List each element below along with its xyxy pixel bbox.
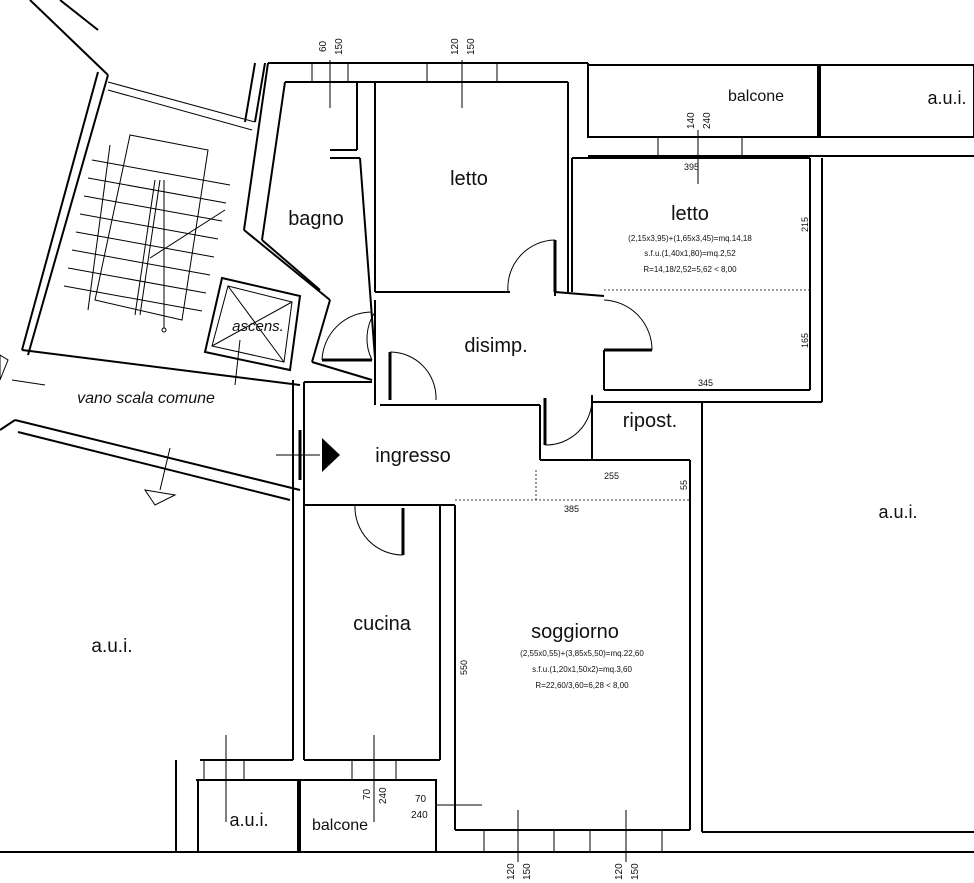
- dim-win-bot2-b: 150: [630, 863, 641, 880]
- dim-sogg-door-a: 70: [415, 794, 427, 805]
- room-label-aui-left: a.u.i.: [91, 636, 132, 657]
- dim-win-bot1-a: 120: [506, 863, 517, 880]
- dim-win-letto1-a: 120: [450, 38, 461, 55]
- calc-letto-line-2: s.f.u.(1,40x1,80)=mq.2,52: [644, 249, 736, 258]
- room-label-soggiorno: soggiorno: [531, 621, 619, 643]
- dim-sogg-door-b: 240: [411, 810, 428, 821]
- dim-sogg-top-height: 55: [679, 480, 689, 490]
- stairwell: [0, 0, 302, 506]
- calc-soggiorno-line-3: R=22,60/3,60=6,28 < 8,00: [535, 681, 629, 690]
- dim-sogg-width: 385: [564, 504, 579, 514]
- doors: [276, 239, 653, 556]
- dim-win-bot2-a: 120: [614, 863, 625, 880]
- calc-soggiorno-line-1: (2,55x0,55)+(3,85x5,50)=mq.22,60: [520, 649, 644, 658]
- room-label-balcone-top: balcone: [728, 88, 784, 105]
- dim-win-letto2-a: 140: [686, 112, 697, 129]
- room-label-vano-scala: vano scala comune: [77, 390, 215, 407]
- dim-cucina-win-a: 70: [362, 788, 373, 800]
- room-label-letto-1: letto: [450, 168, 488, 190]
- dim-sogg-height: 550: [459, 660, 469, 675]
- calc-letto-line-3: R=14,18/2,52=5,62 < 8,00: [643, 265, 737, 274]
- entrance-arrow-icon: [322, 438, 340, 472]
- dim-letto2-height-2: 165: [800, 333, 810, 348]
- room-label-ascensore: ascens.: [232, 318, 284, 335]
- walls: [0, 62, 974, 853]
- dim-letto2-width: 395: [684, 162, 699, 172]
- room-label-ripostiglio: ripost.: [623, 410, 677, 432]
- room-label-disimpegno: disimp.: [464, 335, 527, 357]
- calc-soggiorno-line-2: s.f.u.(1,20x1,50x2)=mq.3,60: [532, 665, 632, 674]
- dim-letto2-width-2: 345: [698, 378, 713, 388]
- room-label-bagno: bagno: [288, 208, 344, 230]
- dim-win-bagno-b: 150: [334, 38, 345, 55]
- room-label-aui-bottom: a.u.i.: [229, 810, 268, 830]
- room-label-balcone-bottom: balcone: [312, 817, 368, 834]
- dim-cucina-win-b: 240: [378, 787, 389, 804]
- room-label-ingresso: ingresso: [375, 445, 451, 467]
- dim-sogg-top-width: 255: [604, 471, 619, 481]
- room-label-letto-2: letto: [671, 203, 709, 225]
- dim-win-bot1-b: 150: [522, 863, 533, 880]
- dim-win-letto2-b: 240: [702, 112, 713, 129]
- room-label-aui-top-right: a.u.i.: [927, 88, 966, 108]
- dimension-lines: [225, 60, 699, 862]
- dim-win-bagno-a: 60: [318, 40, 329, 52]
- room-label-aui-right: a.u.i.: [878, 502, 917, 522]
- dim-win-letto1-b: 150: [466, 38, 477, 55]
- dim-letto2-height-1: 215: [800, 217, 810, 232]
- room-label-cucina: cucina: [353, 613, 412, 635]
- calc-letto-line-1: (2,15x3,95)+(1,65x3,45)=mq.14,18: [628, 234, 752, 243]
